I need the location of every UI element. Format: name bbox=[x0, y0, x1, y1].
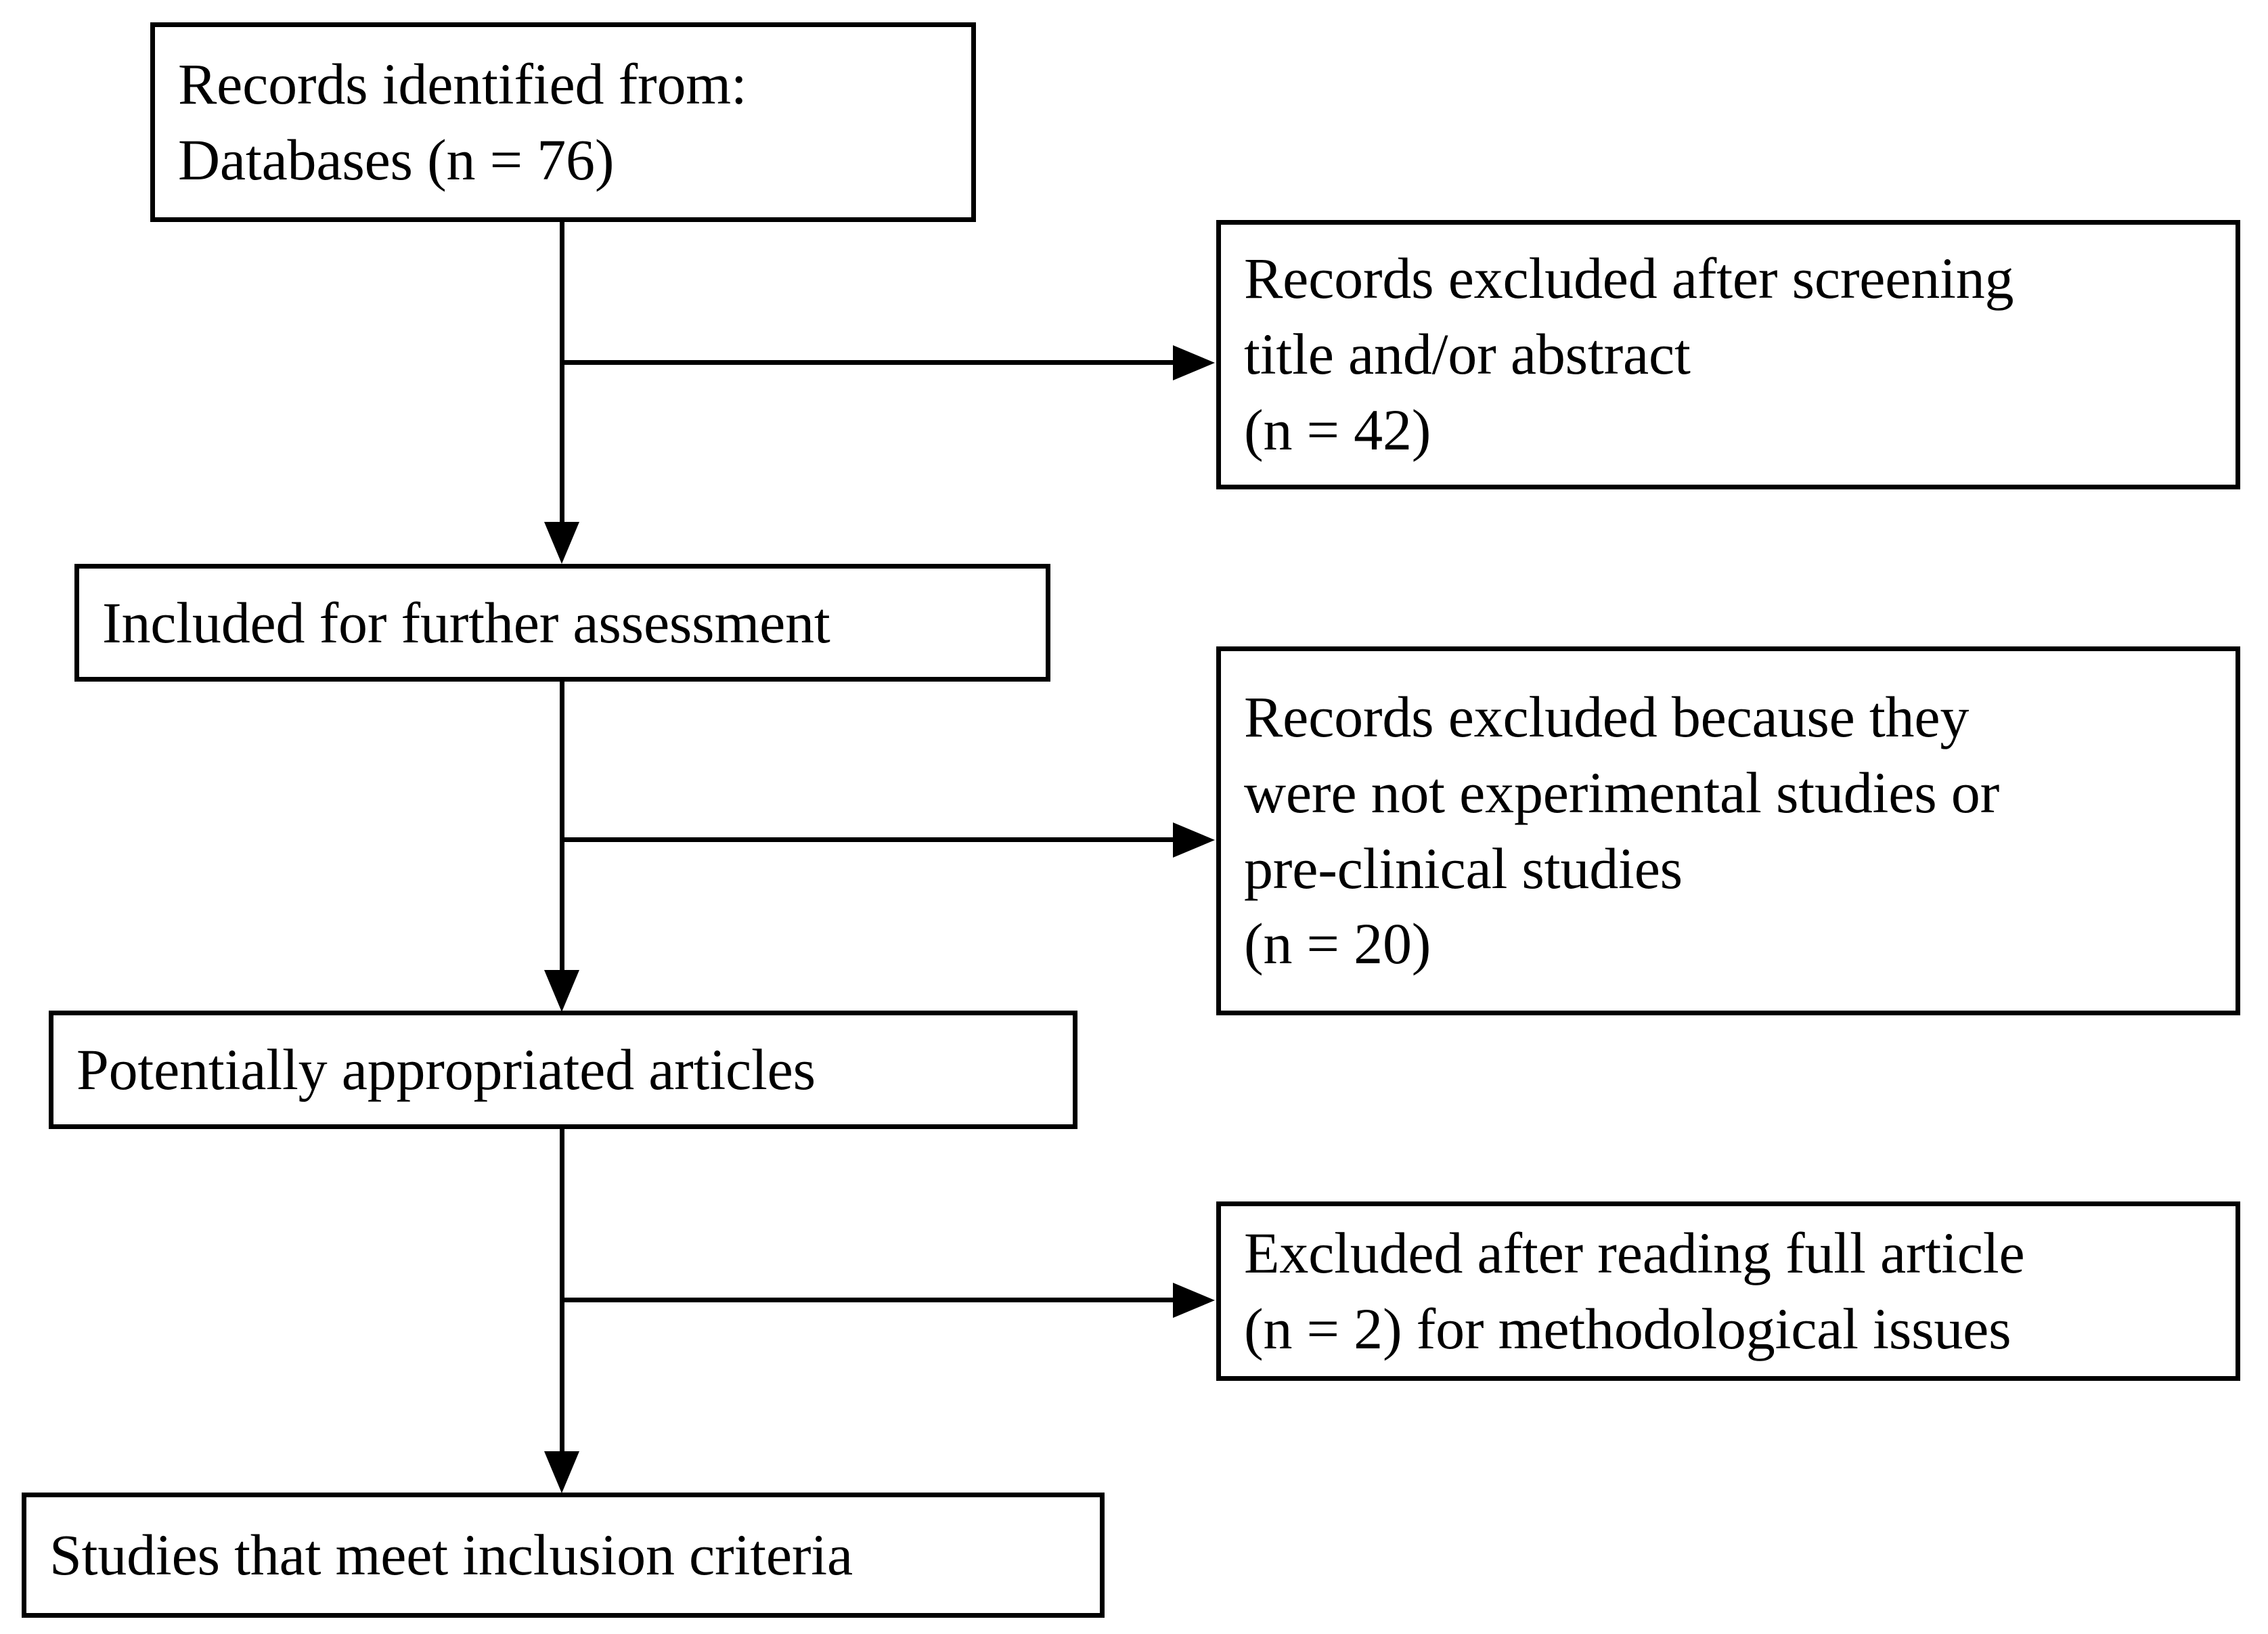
node-studies-meet-inclusion-label: Studies that meet inclusion criteria bbox=[49, 1522, 853, 1588]
connector-to-excluded-not-experimental bbox=[562, 837, 1174, 842]
connector-to-excluded-screening bbox=[562, 360, 1174, 365]
node-included-further-assessment: Included for further assessment bbox=[74, 564, 1050, 682]
node-records-identified-label: Records identified from: Databases (n = … bbox=[178, 51, 747, 192]
node-excluded-full-article: Excluded after reading full article (n =… bbox=[1216, 1201, 2240, 1381]
node-records-excluded-not-experimental: Records excluded because they were not e… bbox=[1216, 646, 2240, 1015]
node-records-identified: Records identified from: Databases (n = … bbox=[150, 22, 976, 222]
connector-potentially-to-studies bbox=[560, 1129, 564, 1454]
connector-identified-to-included bbox=[560, 222, 564, 523]
arrowhead-down-to-studies bbox=[544, 1451, 579, 1493]
node-potentially-appropriated-articles: Potentially appropriated articles bbox=[49, 1011, 1077, 1129]
node-excluded-full-article-label: Excluded after reading full article (n =… bbox=[1244, 1220, 2025, 1361]
arrowhead-right-to-excluded-not-experimental bbox=[1173, 822, 1215, 858]
arrowhead-right-to-excluded-full-article bbox=[1173, 1283, 1215, 1318]
arrowhead-down-to-included bbox=[544, 522, 579, 564]
node-studies-meet-inclusion: Studies that meet inclusion criteria bbox=[22, 1493, 1105, 1618]
node-included-further-assessment-label: Included for further assessment bbox=[102, 590, 830, 655]
node-records-excluded-not-experimental-label: Records excluded because they were not e… bbox=[1244, 684, 2000, 977]
connector-included-to-potentially bbox=[560, 682, 564, 973]
node-potentially-appropriated-articles-label: Potentially appropriated articles bbox=[76, 1037, 816, 1103]
arrowhead-down-to-potentially bbox=[544, 970, 579, 1012]
node-records-excluded-screening-label: Records excluded after screening title a… bbox=[1244, 246, 2014, 462]
connector-to-excluded-full-article bbox=[562, 1298, 1174, 1302]
arrowhead-right-to-excluded-screening bbox=[1173, 345, 1215, 380]
node-records-excluded-screening: Records excluded after screening title a… bbox=[1216, 220, 2240, 489]
